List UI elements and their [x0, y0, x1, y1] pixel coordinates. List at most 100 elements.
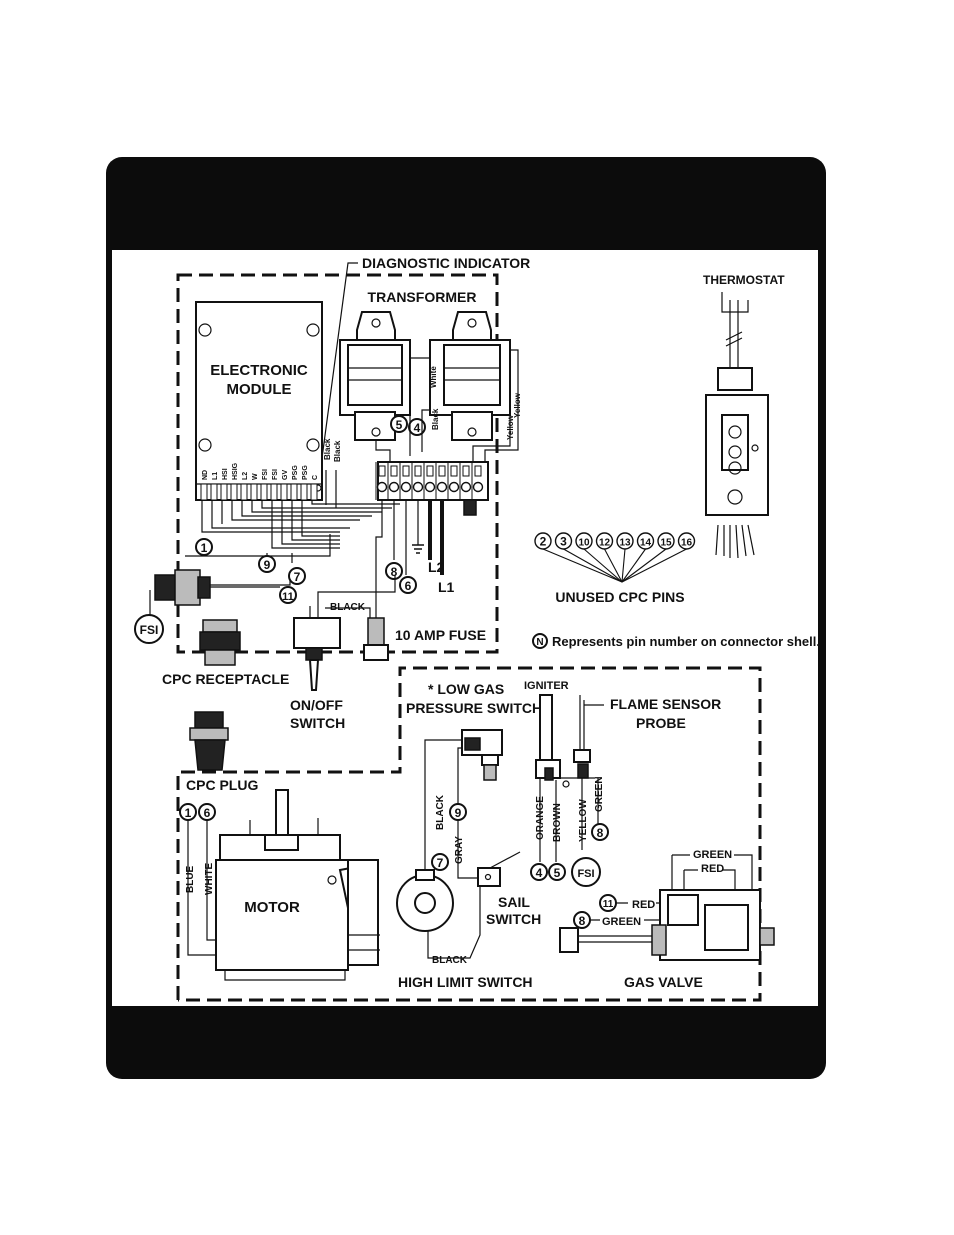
gas-valve-label: GAS VALVE — [624, 974, 703, 990]
unused-pin-badge — [616, 532, 634, 550]
module-terminal-label: GV — [282, 470, 289, 480]
svg-text:9: 9 — [455, 806, 462, 820]
svg-text:GREEN: GREEN — [693, 849, 732, 861]
svg-text:GREEN: GREEN — [594, 776, 605, 812]
unused-pin-badge — [677, 532, 696, 550]
svg-text:4: 4 — [536, 866, 543, 880]
svg-text:Black: Black — [431, 408, 440, 430]
svg-text:YELLOW: YELLOW — [578, 799, 589, 842]
svg-text:Black: Black — [333, 440, 342, 462]
module-terminal — [230, 483, 238, 501]
igniter-label: IGNITER — [524, 680, 569, 692]
svg-text:4: 4 — [414, 421, 421, 435]
svg-text:White: White — [429, 366, 438, 388]
motor: MOTOR — [215, 789, 380, 981]
on-off-label-1: ON/OFF — [290, 697, 343, 713]
module-terminal-label: L2 — [242, 472, 249, 480]
cpc-receptacle — [199, 619, 241, 666]
low-gas-label-2: PRESSURE SWITCH — [406, 700, 542, 716]
svg-text:Black: Black — [323, 438, 332, 460]
module-terminal-label: FSI — [262, 469, 269, 480]
module-terminal — [310, 483, 318, 501]
switch-wire-label: BLACK — [330, 602, 366, 613]
thermostat — [705, 292, 769, 559]
unused-pin-number: 14 — [640, 538, 652, 549]
module-pin-badges: 1 9 7 11 8 6 — [195, 538, 417, 604]
svg-text:8: 8 — [597, 826, 604, 840]
flame-sensor-probe — [560, 695, 604, 779]
svg-text:11: 11 — [603, 899, 614, 910]
module-terminal — [300, 483, 308, 501]
l1-label: L1 — [438, 579, 455, 595]
svg-text:5: 5 — [554, 866, 561, 880]
terminal-screw — [400, 481, 412, 493]
high-limit-switch — [396, 869, 481, 959]
unused-pin-badge — [657, 532, 675, 550]
unused-pin-badge — [636, 532, 655, 550]
module-terminal-label: W — [252, 473, 259, 480]
sail-switch — [477, 851, 521, 887]
gas-valve — [559, 889, 775, 961]
unused-pin-badge — [534, 532, 552, 550]
flame-sensor-label-2: PROBE — [636, 715, 686, 731]
module-terminal — [240, 483, 248, 501]
unused-pin-number: 2 — [540, 535, 547, 549]
low-gas-pressure-switch — [424, 729, 503, 879]
terminal-screw — [376, 481, 388, 493]
svg-text:RED: RED — [632, 899, 655, 911]
module-terminal — [280, 483, 288, 501]
svg-text:ORANGE: ORANGE — [535, 796, 546, 840]
svg-text:8: 8 — [579, 914, 586, 928]
module-terminal-label: FSI — [272, 469, 279, 480]
svg-text:6: 6 — [405, 579, 412, 593]
module-terminal — [290, 483, 298, 501]
diagnostic-indicator-label: DIAGNOSTIC INDICATOR — [362, 255, 530, 271]
module-terminal — [250, 483, 258, 501]
module-terminal — [200, 483, 208, 501]
motor-label: MOTOR — [244, 899, 300, 916]
svg-text:5: 5 — [396, 418, 403, 432]
terminal-screw — [472, 481, 484, 493]
electronic-module-label-1: ELECTRONIC — [210, 362, 308, 379]
terminal-screw — [424, 481, 436, 493]
sail-switch-label-2: SWITCH — [486, 911, 541, 927]
on-off-switch[interactable] — [293, 575, 396, 691]
sail-switch-label-1: SAIL — [498, 894, 530, 910]
svg-text:N: N — [536, 637, 543, 648]
unused-pin-number: 3 — [560, 535, 567, 549]
module-terminal — [220, 483, 228, 501]
unused-pin-badge — [595, 532, 614, 550]
svg-text:GREEN: GREEN — [602, 916, 641, 928]
control-box-outline — [176, 273, 499, 654]
svg-text:1: 1 — [185, 806, 192, 820]
unused-pin-badge — [554, 532, 573, 550]
svg-text:6: 6 — [204, 806, 211, 820]
fuse-label: 10 AMP FUSE — [395, 627, 486, 643]
terminal-screw — [448, 481, 460, 493]
l2-label: L2 — [428, 559, 445, 575]
terminal-block — [375, 461, 489, 516]
module-terminal — [260, 483, 268, 501]
svg-text:BLUE: BLUE — [185, 865, 196, 893]
unused-pin-number: 12 — [599, 538, 611, 549]
high-limit-label: HIGH LIMIT SWITCH — [398, 974, 533, 990]
svg-text:1: 1 — [201, 541, 208, 555]
svg-text:BLACK: BLACK — [435, 794, 446, 830]
thermostat-label: THERMOSTAT — [703, 273, 785, 287]
svg-text:FSI: FSI — [140, 623, 159, 637]
svg-text:7: 7 — [294, 570, 301, 584]
module-terminal-label: ND — [202, 470, 209, 480]
unused-pins-label: UNUSED CPC PINS — [555, 589, 684, 605]
svg-text:WHITE: WHITE — [204, 862, 215, 895]
cpc-plug-label: CPC PLUG — [186, 777, 258, 793]
module-terminal-label: PSG — [292, 465, 299, 480]
svg-text:9: 9 — [264, 558, 271, 572]
module-terminal-label: C — [312, 475, 319, 480]
module-terminal — [270, 483, 278, 501]
svg-text:11: 11 — [282, 591, 294, 603]
flame-sensor-label-1: FLAME SENSOR — [610, 696, 721, 712]
svg-text:FSI: FSI — [577, 868, 594, 880]
on-off-label-2: SWITCH — [290, 715, 345, 731]
